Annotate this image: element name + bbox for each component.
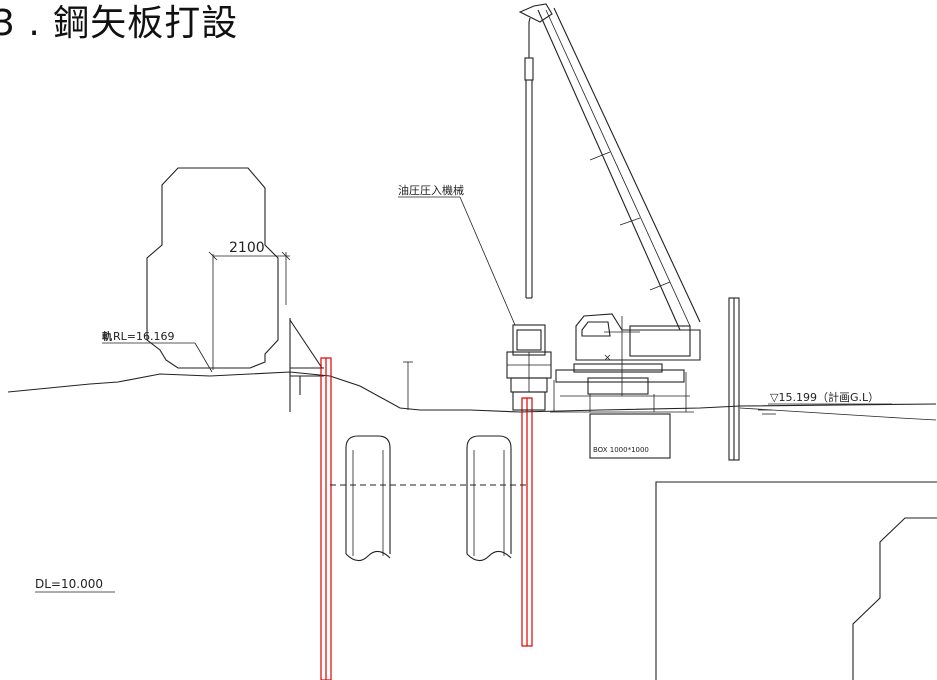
dimension-2100: 2100 xyxy=(229,240,265,256)
hydraulic-machine-label: 油圧圧入機械 xyxy=(398,183,464,197)
crane-body xyxy=(550,313,701,413)
h-pile xyxy=(728,297,740,461)
dl-label: DL=10.000 xyxy=(35,577,103,591)
hydraulic-press-machine xyxy=(506,324,552,411)
support-bracket xyxy=(289,318,324,412)
pipe-right xyxy=(466,435,512,562)
pipe-left xyxy=(345,435,391,562)
box-label: BOX 1000*1000 xyxy=(593,446,649,454)
rail-prefix: 軌 xyxy=(102,330,112,343)
suspended-pile xyxy=(524,22,534,299)
crane-boom xyxy=(518,3,701,331)
height-marker xyxy=(403,361,413,410)
clearance-envelope xyxy=(146,167,291,370)
ground-level-label: ▽15.199（計画G.L） xyxy=(770,390,879,404)
page-title: 3 . 鋼矢板打設 xyxy=(0,3,239,44)
rail-level-label: RL=16.169 xyxy=(113,330,174,343)
box-culvert xyxy=(589,413,671,459)
inset-panel xyxy=(655,481,937,680)
ground-line xyxy=(7,371,937,413)
ground-slope-right xyxy=(739,407,937,421)
